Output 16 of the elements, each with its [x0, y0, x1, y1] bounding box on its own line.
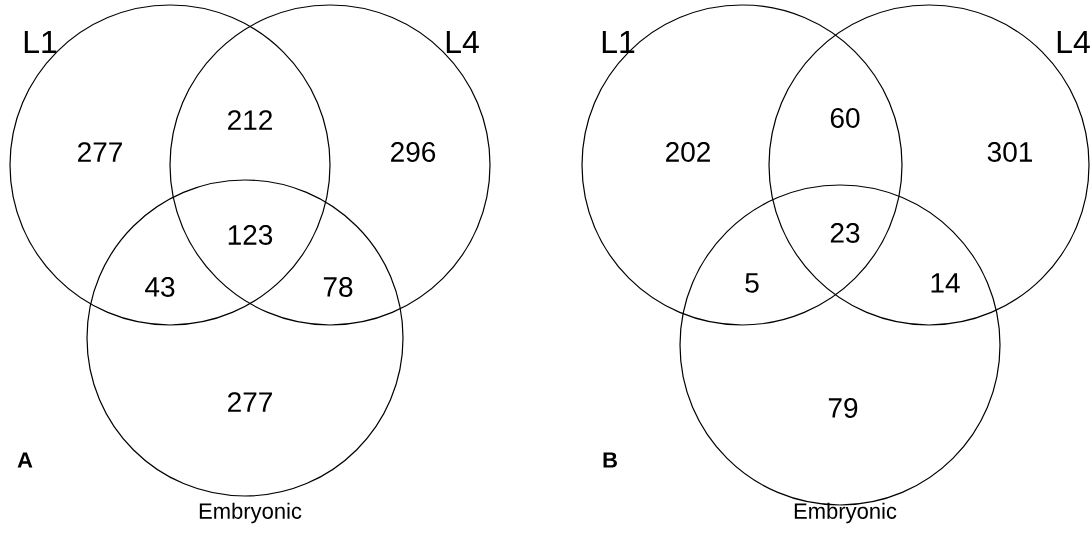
region-count: 277	[228, 392, 272, 412]
panel-letter: A	[17, 452, 33, 468]
node-label: Embryonic	[199, 502, 302, 524]
region-count: 79	[828, 398, 858, 418]
region-count: 277	[78, 142, 122, 162]
region-count: 123	[228, 225, 273, 245]
region-count: 296	[391, 142, 436, 162]
panel-letter: B	[603, 452, 617, 468]
region-count: 301	[987, 142, 1032, 162]
region-count: 23	[830, 223, 860, 243]
region-count: 212	[228, 110, 272, 130]
region-count: 60	[830, 108, 860, 128]
node-label: Embryonic	[794, 502, 897, 524]
region-count: 14	[931, 273, 960, 293]
region-count: 5	[745, 273, 759, 293]
region-count: 202	[666, 142, 710, 162]
